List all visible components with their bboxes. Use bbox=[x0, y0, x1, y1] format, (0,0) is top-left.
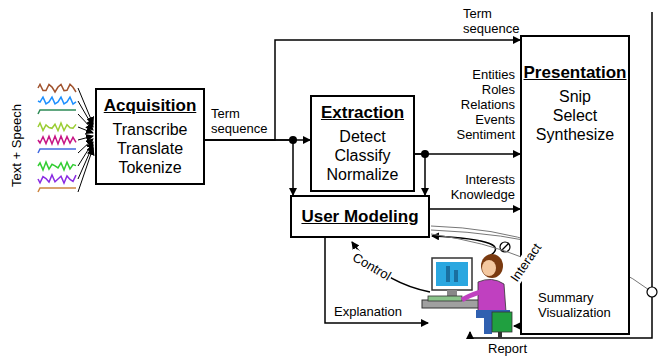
signal-wave bbox=[38, 123, 76, 131]
box-body: Snip Select Synthesize bbox=[536, 87, 614, 144]
edge-label: Interests Knowledge bbox=[450, 172, 516, 202]
signal-wave bbox=[38, 149, 76, 153]
box-heading: Presentation bbox=[524, 63, 627, 83]
input-arrow bbox=[78, 148, 93, 192]
junction-dot bbox=[421, 150, 429, 158]
box-heading: Acquisition bbox=[104, 96, 197, 116]
input-arrow bbox=[78, 101, 93, 127]
interact-arrow bbox=[432, 236, 495, 258]
signal-wave bbox=[38, 110, 76, 114]
edge-label: Entities Roles Relations Events Sentimen… bbox=[455, 67, 516, 142]
signal-wave bbox=[38, 97, 76, 104]
junction-dot bbox=[289, 136, 297, 144]
process-box: AcquisitionTranscribe Translate Tokenize bbox=[95, 88, 205, 185]
input-arrow bbox=[78, 136, 93, 140]
box-heading: User Modeling bbox=[301, 207, 418, 227]
input-label: Text + Speech bbox=[9, 103, 24, 188]
signal-wave bbox=[38, 136, 76, 144]
signal-wave bbox=[38, 175, 76, 183]
output-label: Report bbox=[487, 341, 528, 356]
signal-waves bbox=[38, 84, 93, 192]
flow-connector bbox=[415, 153, 520, 155]
flow-connector bbox=[430, 208, 520, 210]
process-box: User Modeling bbox=[290, 195, 430, 238]
input-arrow bbox=[78, 127, 93, 133]
user-figure bbox=[422, 254, 512, 338]
signal-wave bbox=[38, 84, 76, 92]
edge-label: Term sequence bbox=[210, 106, 268, 136]
flow-label: Explanation bbox=[333, 304, 403, 319]
input-arrow bbox=[78, 88, 93, 124]
flow-connector bbox=[205, 140, 293, 195]
process-box: ExtractionDetect Classify Normalize bbox=[310, 95, 415, 192]
input-arrow bbox=[78, 145, 93, 179]
explanation-arrow bbox=[325, 238, 428, 323]
signal-wave bbox=[38, 188, 76, 192]
box-body: Detect Classify Normalize bbox=[326, 127, 398, 184]
flow-label: Control bbox=[349, 249, 395, 284]
flow-connector bbox=[415, 154, 425, 195]
output-label: Summary Visualization bbox=[537, 290, 612, 320]
merge-circle bbox=[647, 287, 657, 297]
box-body: Transcribe Translate Tokenize bbox=[113, 120, 188, 177]
box-heading: Extraction bbox=[321, 103, 404, 123]
edge-label: Term sequence bbox=[462, 6, 520, 36]
signal-wave bbox=[38, 162, 76, 170]
